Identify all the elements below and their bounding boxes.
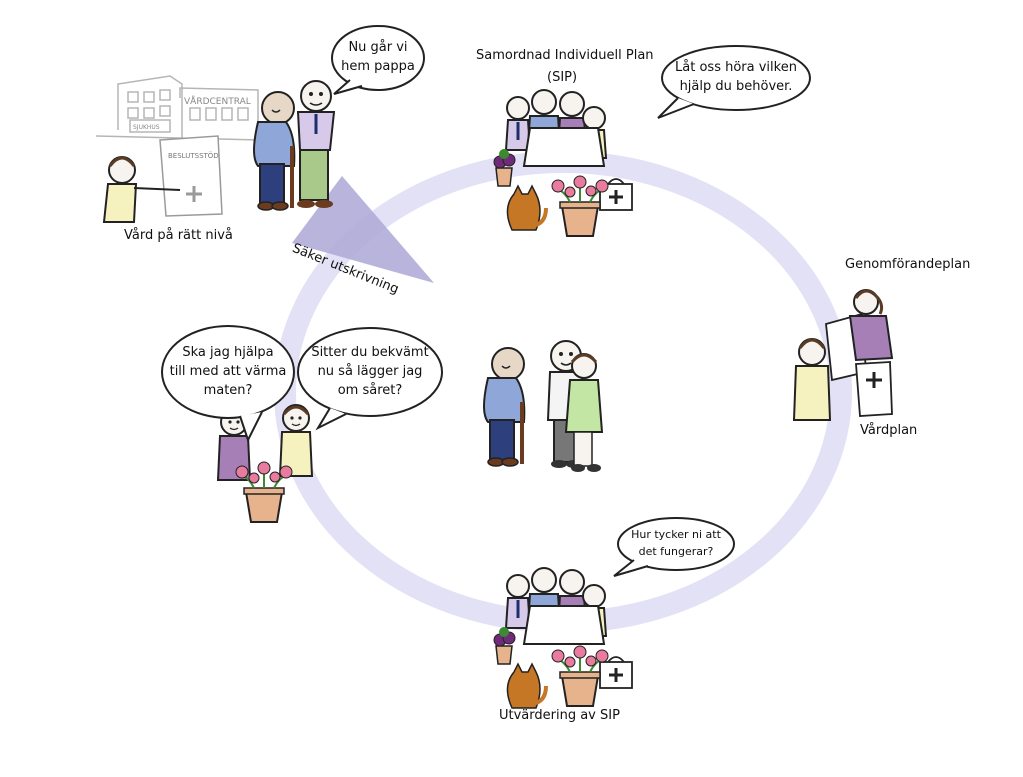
- sip-title-label: Samordnad Individuell Plan: [476, 48, 654, 63]
- utvardering-label: Utvärdering av SIP: [499, 708, 620, 723]
- hospital-buildings: [95, 75, 261, 141]
- vard-ratt-niva-label: Vård på rätt nivå: [124, 228, 233, 243]
- evaluation-flowerpot: [551, 645, 609, 707]
- left-flowerpot: [235, 461, 293, 523]
- sip-flowerpot: [551, 175, 609, 237]
- bubble-fungerar: Hur tycker ni att det fungerar?: [631, 528, 721, 558]
- bubble-hem-pappa: Nu går vi hem pappa: [341, 40, 415, 74]
- vardcentral-sign: VÅRDCENTRAL: [184, 95, 251, 107]
- care-plan-figures: [792, 289, 894, 421]
- bubble-vilken-hjalp: Låt oss höra vilken hjälp du behöver.: [675, 60, 797, 94]
- bubble-sitter-bekvamt: Sitter du bekvämt nu så lägger jag om så…: [311, 345, 429, 398]
- speech-bubble-shapes: [161, 25, 811, 577]
- center-child-figure: [564, 353, 604, 472]
- vardplan-label: Vårdplan: [860, 423, 918, 438]
- beslutsstod-sign: BESLUTSSTÖD: [168, 151, 219, 160]
- caregiver-yellow-figure: [278, 403, 314, 478]
- son-figure: [296, 80, 336, 208]
- center-elder-figure: [482, 346, 527, 468]
- bubble-varma-maten: Ska jag hjälpa till med att värma maten?: [169, 345, 287, 398]
- sjukhus-sign: SJUKHUS: [133, 124, 160, 131]
- sip-abbreviation-label: (SIP): [547, 70, 578, 85]
- caregiver-presenting-figure: [102, 156, 181, 223]
- genomforandeplan-label: Genomförandeplan: [845, 257, 971, 272]
- decision-support-document: [159, 135, 223, 217]
- elder-father-figure: [252, 90, 297, 212]
